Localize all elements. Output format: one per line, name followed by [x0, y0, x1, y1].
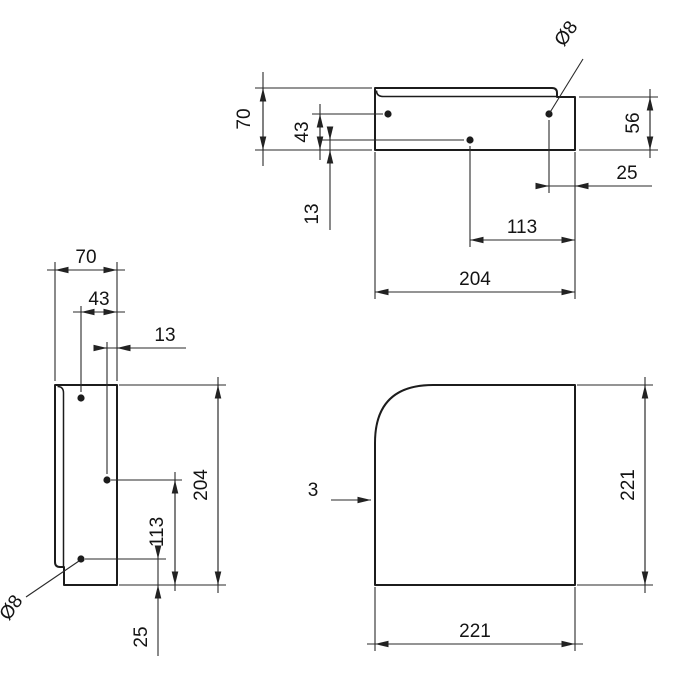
side-dim-hole-depth: 43 [73, 289, 125, 392]
side-dim-hole-to-end: 113 [111, 472, 182, 591]
front-view: 221 221 3 [308, 377, 653, 651]
hole-middle [103, 476, 111, 484]
front-view-outline [374, 384, 576, 586]
side-dim-length: 204 [119, 377, 226, 593]
top-view-lip-line [375, 90, 557, 98]
side-view: 70 43 13 204 113 [0, 247, 226, 656]
hole-diameter-label: Ø8 [551, 17, 583, 50]
dim-label-hole-to-edge: 25 [131, 626, 152, 647]
dim-label-hole-to-end: 113 [147, 517, 168, 547]
dim-label-hole-to-edge: 25 [616, 163, 637, 184]
hole-back-left [384, 110, 392, 118]
side-view-lip-line [57, 385, 65, 566]
front-dim-height: 221 [577, 377, 653, 593]
side-view-outline [54, 384, 118, 586]
hole-bottom [77, 555, 85, 563]
dim-label-hole-to-front: 13 [302, 203, 323, 224]
leader-line [25, 560, 80, 598]
top-view-outline [374, 87, 576, 151]
top-dim-hole-to-end: 113 [469, 146, 575, 247]
top-dim-hole-to-front: 13 [302, 126, 464, 230]
top-dim-hole-depth: 43 [292, 104, 383, 160]
side-dim-hole-to-edge: 25 [85, 545, 166, 656]
top-dim-length: 204 [374, 152, 576, 299]
dim-label-height: 221 [618, 469, 639, 501]
dim-label-length: 204 [459, 269, 491, 290]
front-dim-thickness: 3 [308, 480, 371, 504]
side-dim-depth: 70 [47, 247, 125, 381]
dim-label-depth: 70 [75, 247, 96, 268]
dim-label-width: 221 [459, 621, 491, 642]
front-dim-width: 221 [367, 587, 583, 651]
side-view-part [54, 384, 118, 586]
top-dim-hole-to-edge: 25 [535, 120, 652, 193]
hole-top [77, 394, 85, 402]
leader-line [548, 58, 584, 115]
dim-label-hole-to-front: 13 [154, 325, 175, 346]
hole-center [466, 136, 474, 144]
top-dim-depth: 70 [234, 72, 372, 166]
dim-label-hole-depth: 43 [292, 121, 313, 142]
dim-label-length: 204 [191, 469, 212, 501]
hole-diameter-label: Ø8 [0, 591, 27, 624]
dim-label-hole-to-end: 113 [507, 217, 537, 238]
dim-label-front-height: 56 [623, 112, 644, 133]
dim-label-thickness: 3 [308, 480, 319, 501]
dim-label-depth: 70 [234, 108, 255, 129]
dim-label-hole-depth: 43 [88, 289, 109, 310]
top-view-part [374, 87, 576, 151]
top-dim-front-height: 56 [579, 89, 658, 158]
side-dim-hole-to-front: 13 [93, 325, 186, 474]
top-view: 70 43 13 56 25 [234, 17, 658, 299]
